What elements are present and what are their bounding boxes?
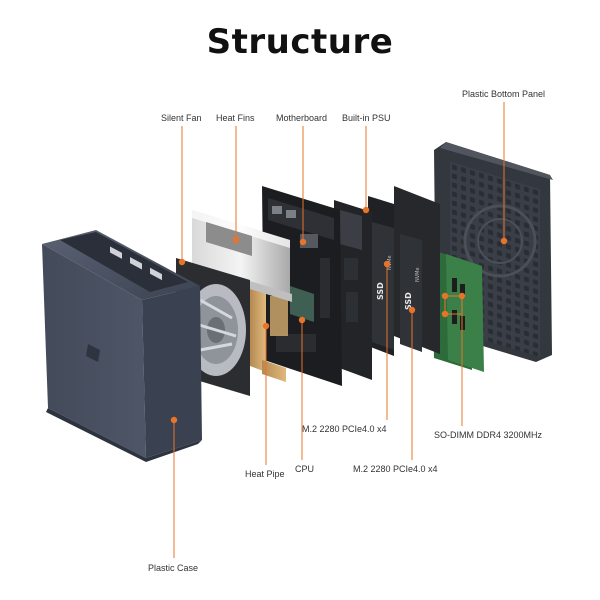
label-m2-a: M.2 2280 PCIe4.0 x4 [302, 424, 387, 434]
label-plastic-bottom-panel: Plastic Bottom Panel [462, 89, 546, 99]
label-m2-b: M.2 2280 PCIe4.0 x4 [353, 464, 438, 474]
marker-plastic-bottom-panel [500, 237, 508, 245]
label-built-in-psu: Built-in PSU [342, 113, 391, 123]
m2-ssd-assembly: SSD SSD NVMe NVMe [368, 186, 440, 356]
ssd-label-a: SSD [376, 282, 385, 300]
marker-silent-fan [178, 258, 186, 266]
label-silent-fan: Silent Fan [161, 113, 202, 123]
marker-m2-a [383, 260, 391, 268]
label-plastic-case: Plastic Case [148, 563, 199, 573]
marker-motherboard [299, 238, 307, 246]
marker-cpu [298, 316, 306, 324]
so-dimm-ram [432, 250, 484, 372]
label-motherboard: Motherboard [276, 113, 328, 123]
ssd-label-b: SSD [404, 292, 413, 310]
built-in-psu [334, 200, 372, 380]
marker-plastic-case [170, 416, 178, 424]
ssd-sublabel-a: NVMe [387, 255, 393, 270]
heat-pipe [250, 280, 288, 382]
label-cpu: CPU [295, 464, 315, 474]
plastic-case [42, 230, 202, 462]
label-heat-fins: Heat Fins [216, 113, 255, 123]
marker-heat-fins [232, 236, 240, 244]
page-title: Structure [206, 22, 394, 62]
marker-so-dimm-c [441, 310, 449, 318]
ssd-sublabel-b: NVMe [415, 267, 421, 282]
label-heat-pipe: Heat Pipe [245, 469, 285, 479]
marker-built-in-psu [362, 206, 370, 214]
label-so-dimm: SO-DIMM DDR4 3200MHz [434, 430, 543, 440]
marker-heat-pipe [262, 322, 270, 330]
marker-so-dimm-b [458, 292, 466, 300]
marker-m2-b [408, 306, 416, 314]
marker-so-dimm-a [441, 292, 449, 300]
